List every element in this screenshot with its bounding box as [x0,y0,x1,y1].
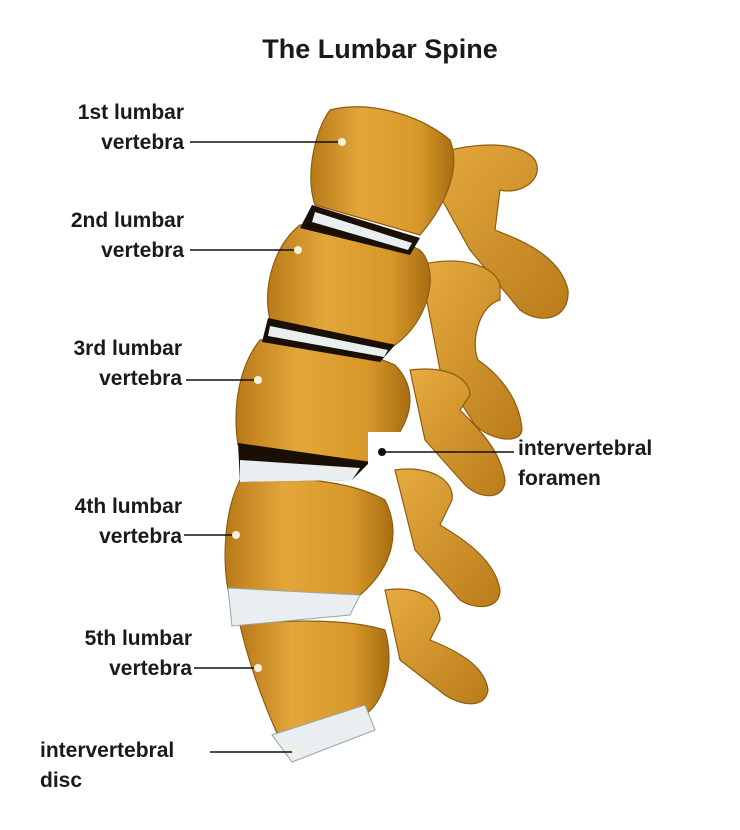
label-l3-line2: vertebra [99,367,182,390]
label-disc-line1: intervertebral [40,739,175,762]
label-l1-line1: 1st lumbar [77,101,184,124]
vertebra-l1 [310,106,455,236]
label-l3: 3rd lumbar vertebra [73,334,182,394]
label-l2: 2nd lumbar vertebra [71,206,184,266]
label-l4-line2: vertebra [99,525,182,548]
label-l1-line2: vertebra [101,131,184,154]
leader-dots [232,138,386,756]
label-l4-line1: 4th lumbar [74,495,182,518]
label-l5-line1: 5th lumbar [84,627,192,650]
label-l5-line2: vertebra [109,657,192,680]
label-disc: intervertebral disc [40,736,174,796]
foramen-opening [368,432,408,467]
label-l2-line1: 2nd lumbar [70,209,184,232]
diagram-title: The Lumbar Spine [262,34,498,64]
intervertebral-discs [227,205,420,763]
label-l4: 4th lumbar vertebra [75,492,182,552]
label-disc-line2: disc [40,769,83,792]
vertebra-l4 [224,477,394,596]
label-l2-line2: vertebra [101,239,184,262]
posterior-processes [384,144,569,705]
leader-lines [184,141,514,753]
vertebral-bodies [224,106,455,741]
label-foramen: intervertebral foramen [518,434,652,494]
label-foramen-line2: foramen [518,467,601,490]
label-l3-line1: 3rd lumbar [73,337,182,360]
label-l1: 1st lumbar vertebra [78,98,184,158]
label-foramen-line1: intervertebral [518,437,653,460]
label-l5: 5th lumbar vertebra [85,624,192,684]
